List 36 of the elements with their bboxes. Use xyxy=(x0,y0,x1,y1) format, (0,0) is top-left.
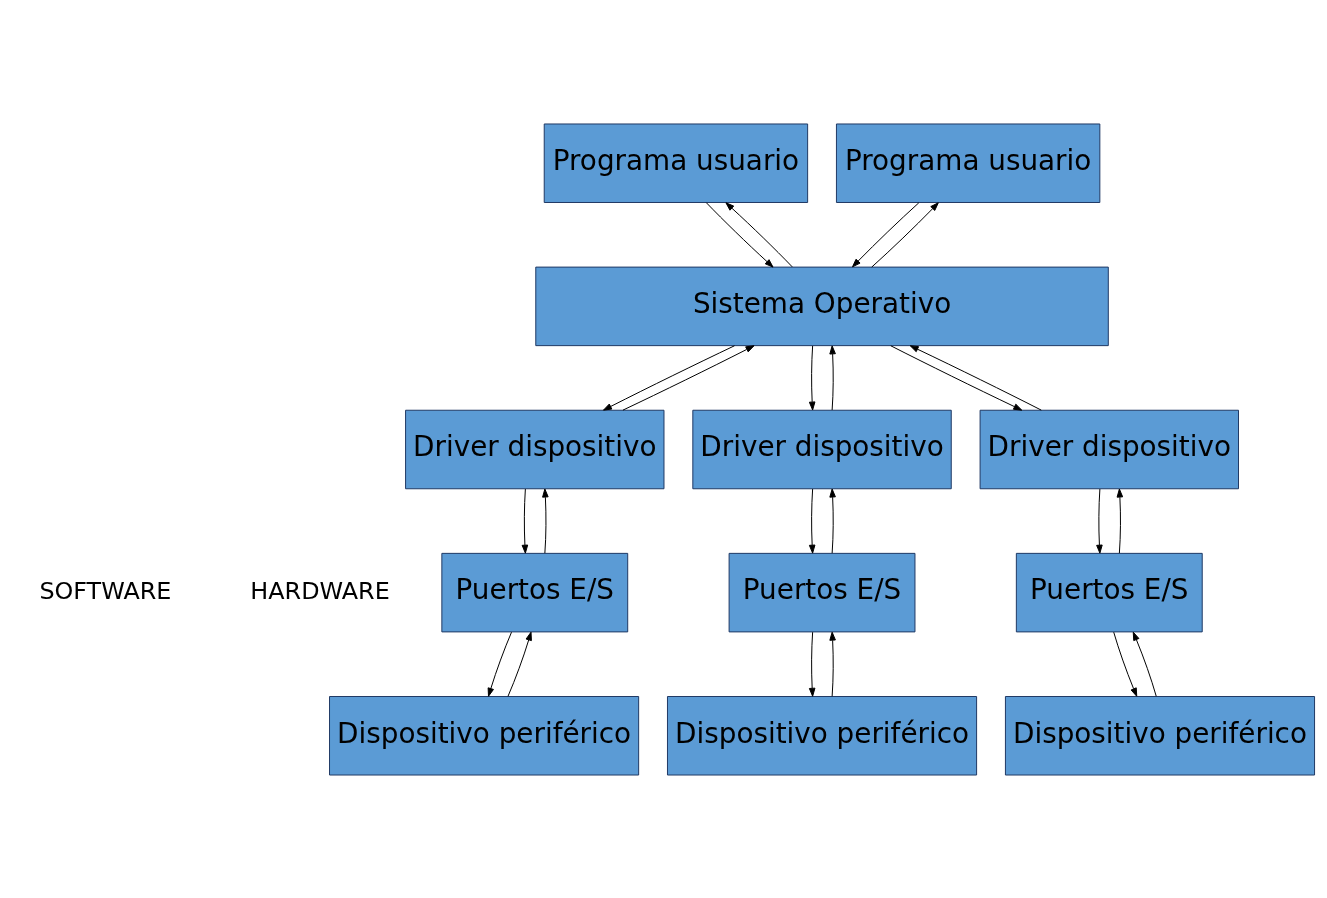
node-box: Programa usuario xyxy=(543,123,809,203)
node-box: Sistema Operativo xyxy=(535,266,1109,346)
arrow xyxy=(705,201,774,268)
node-box: Driver dispositivo xyxy=(979,409,1239,489)
node-box: Puertos E/S xyxy=(1015,552,1203,632)
node-box: Dispositivo periférico xyxy=(329,695,640,775)
arrow xyxy=(507,631,532,697)
arrow xyxy=(542,488,549,554)
node-box: Driver dispositivo xyxy=(405,409,665,489)
arrow xyxy=(1132,631,1157,697)
label: HARDWARE xyxy=(250,576,390,605)
arrow xyxy=(1096,488,1103,554)
arrow xyxy=(1113,631,1138,697)
arrow xyxy=(829,488,836,554)
node-box: Puertos E/S xyxy=(728,552,916,632)
arrow xyxy=(890,344,1023,411)
node-box: Programa usuario xyxy=(835,123,1101,203)
node-box: Dispositivo periférico xyxy=(667,695,978,775)
node-box: Dispositivo periférico xyxy=(1004,695,1316,775)
arrow xyxy=(808,344,816,410)
node-box: Driver dispositivo xyxy=(692,409,952,489)
node-box: Puertos E/S xyxy=(441,552,629,632)
label: SOFTWARE xyxy=(39,576,172,605)
arrow xyxy=(909,344,1042,411)
arrow xyxy=(808,488,816,554)
arrow xyxy=(852,201,920,267)
arrow xyxy=(871,201,939,268)
arrow xyxy=(808,631,816,697)
arrow xyxy=(829,631,836,697)
arrow xyxy=(1116,488,1124,554)
arrow xyxy=(602,344,735,411)
arrow xyxy=(725,201,793,267)
arrow xyxy=(487,631,512,697)
arrow xyxy=(622,344,755,411)
arrow xyxy=(521,488,529,554)
arrow xyxy=(829,344,836,410)
